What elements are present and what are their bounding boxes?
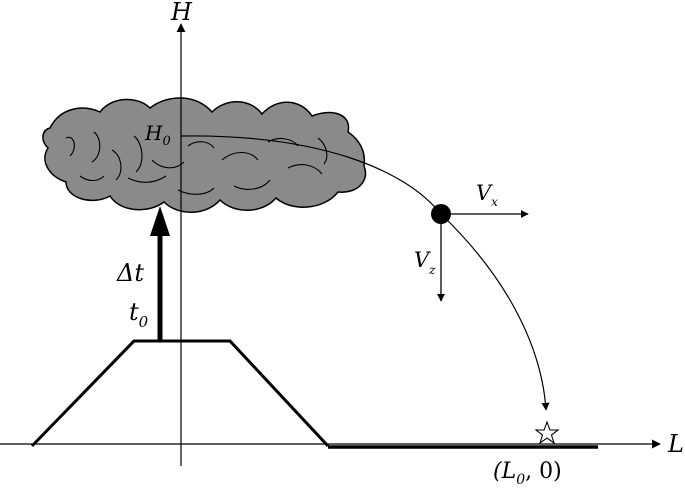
- initial-height-label: H0: [144, 121, 171, 149]
- volcano-outline: [30, 339, 330, 448]
- particle-trajectory-descent: [439, 212, 550, 411]
- landing-point-label: (L0, 0): [493, 459, 562, 488]
- landing-point-subscript: 0: [516, 472, 525, 488]
- rise-arrow-head: [150, 206, 170, 236]
- horizontal-velocity-subscript: x: [491, 195, 498, 209]
- rise-time-label: Δt: [116, 259, 144, 287]
- vertical-velocity-label: Vz: [414, 248, 436, 277]
- vertical-velocity-subscript: z: [428, 263, 436, 277]
- horizontal-axis-label: L: [667, 430, 684, 458]
- start-time-label: t0: [129, 298, 149, 331]
- landing-star-icon: [534, 420, 560, 445]
- eruption-cloud: [42, 97, 367, 213]
- vertical-axis-label: H: [170, 0, 193, 26]
- start-time-subscript: 0: [139, 313, 149, 331]
- initial-height-subscript: 0: [162, 134, 170, 149]
- particle-trajectory: [180, 135, 441, 214]
- horizontal-velocity-label: Vx: [476, 181, 498, 209]
